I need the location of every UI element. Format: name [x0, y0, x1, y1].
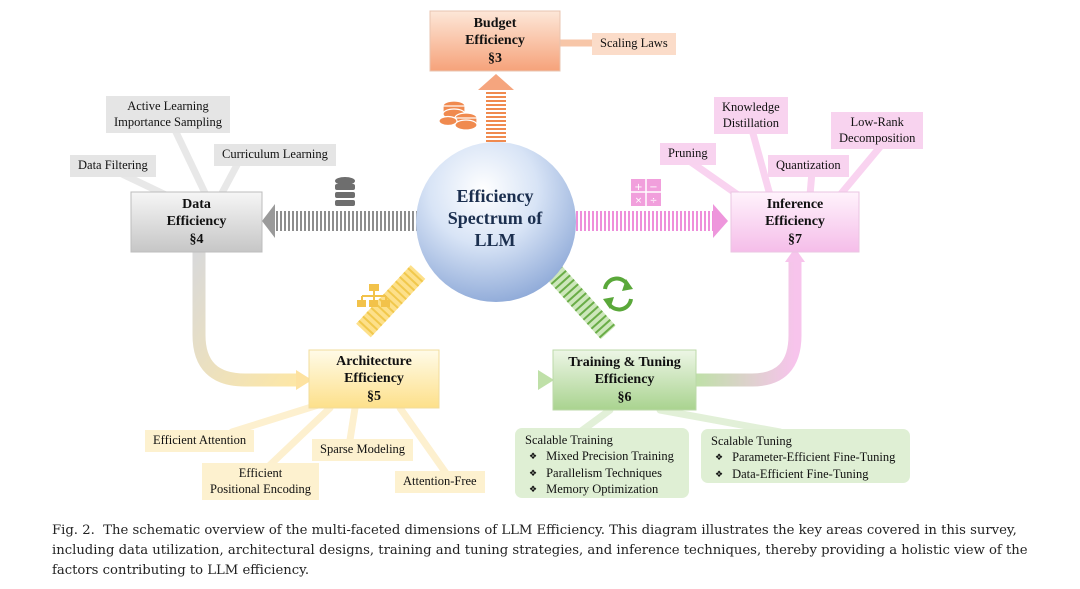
efficiency-diagram: + − × ÷ Efficiency Spectrum of LLM [0, 0, 1080, 510]
striped-arrow-up [478, 74, 514, 152]
scalable-tuning-panel: Scalable Tuning Parameter-Efficient Fine… [701, 429, 910, 483]
database-icon [335, 177, 355, 206]
chip-data-filtering-label: Data Filtering [78, 158, 148, 172]
chip-low-rank-label: Low-Rank [850, 115, 904, 129]
chip-quantization: Quantization [768, 155, 849, 177]
chip-active-learning-label: Active Learning [127, 99, 209, 113]
chip-efficient-positional-encoding: Efficient Positional Encoding [202, 463, 320, 500]
chip-pruning-label: Pruning [668, 146, 708, 160]
center-title: Efficiency Spectrum of LLM [420, 185, 570, 251]
scalable-training-title: Scalable Training [525, 433, 613, 447]
budget-subtitle: Efficiency [465, 33, 525, 49]
data-subtitle: Efficiency [166, 214, 227, 230]
chip-scaling-laws: Scaling Laws [592, 33, 676, 55]
svg-text:+: + [634, 182, 642, 193]
chip-positional-encoding-label: Positional Encoding [210, 481, 312, 496]
training-title: Training & Tuning [568, 354, 681, 370]
chip-sparse-modeling-label: Sparse Modeling [320, 442, 406, 456]
flow-arrows [192, 252, 802, 387]
budget-efficiency-box: Budget Efficiency §3 [430, 11, 560, 71]
refresh-cycle-icon [603, 276, 633, 312]
training-box-bg [552, 349, 697, 411]
figure-caption: Fig. 2. The schematic overview of the mu… [52, 521, 1032, 581]
list-item: Memory Optimization [525, 482, 679, 499]
svg-text:×: × [635, 196, 643, 206]
chip-knowledge-distillation: Knowledge Distillation [714, 97, 788, 134]
data-title: Data [182, 196, 211, 212]
striped-arrow-down-right [544, 263, 616, 340]
connector-lines [118, 39, 884, 480]
chip-knowledge-label: Knowledge [722, 100, 780, 114]
architecture-box-bg [308, 349, 440, 409]
chip-efficient-attention-label: Efficient Attention [153, 433, 247, 447]
arrowhead-to-architecture [296, 370, 312, 390]
chip-distillation-label: Distillation [722, 115, 779, 130]
inference-title: Inference [766, 196, 824, 212]
budget-box-bg [429, 10, 561, 72]
chip-low-rank-decomposition: Low-Rank Decomposition [831, 112, 924, 149]
chip-curriculum-learning: Curriculum Learning [214, 144, 336, 166]
scalable-training-panel: Scalable Training Mixed Precision Traini… [515, 428, 689, 498]
inference-subtitle: Efficiency [765, 214, 825, 230]
caption-label: Fig. 2. [52, 523, 95, 538]
chip-scaling-laws-label: Scaling Laws [600, 36, 668, 50]
list-item: Parameter-Efficient Fine-Tuning [711, 450, 900, 467]
architecture-subtitle: Efficiency [344, 371, 404, 387]
chip-sparse-modeling: Sparse Modeling [312, 439, 414, 461]
budget-title: Budget [473, 15, 517, 31]
training-section: §6 [617, 389, 632, 405]
caption-text: The schematic overview of the multi-face… [52, 523, 1028, 578]
inference-box-bg [730, 191, 860, 253]
svg-text:÷: ÷ [650, 196, 658, 206]
coins-icon [438, 100, 478, 131]
list-item: Data-Efficient Fine-Tuning [711, 467, 900, 484]
chip-importance-sampling-label: Importance Sampling [114, 114, 222, 129]
training-tuning-efficiency-box: Training & Tuning Efficiency §6 [553, 350, 696, 410]
chip-decomposition-label: Decomposition [839, 130, 916, 145]
arrowhead-to-inference [785, 248, 805, 262]
striped-arrow-down-left [356, 265, 426, 338]
svg-text:−: − [649, 182, 657, 193]
chip-data-filtering: Data Filtering [70, 155, 156, 177]
center-line-1: Efficiency [456, 186, 534, 206]
inference-efficiency-box: Inference Efficiency §7 [731, 192, 859, 252]
striped-arrow-left [262, 204, 418, 238]
list-item: Mixed Precision Training [525, 449, 679, 466]
hierarchy-icon [357, 284, 390, 307]
inference-section: §7 [788, 231, 802, 247]
chip-efficient-attention: Efficient Attention [145, 430, 255, 452]
diagram-graphics: + − × ÷ [118, 10, 884, 480]
data-section: §4 [189, 231, 204, 247]
scalable-tuning-title: Scalable Tuning [711, 434, 792, 448]
architecture-efficiency-box: Architecture Efficiency §5 [309, 350, 439, 408]
chip-curriculum-label: Curriculum Learning [222, 147, 328, 161]
chip-attention-free-label: Attention-Free [403, 474, 477, 488]
chip-pruning: Pruning [660, 143, 716, 165]
architecture-title: Architecture [336, 353, 412, 369]
arrowhead-to-training [538, 370, 554, 390]
architecture-section: §5 [367, 388, 381, 404]
striped-arrow-right [574, 204, 728, 238]
chip-efficient-label: Efficient [238, 466, 283, 480]
data-box-bg [130, 191, 263, 253]
data-efficiency-box: Data Efficiency §4 [131, 192, 262, 252]
chip-attention-free: Attention-Free [395, 471, 485, 493]
chip-active-learning: Active Learning Importance Sampling [106, 96, 230, 133]
center-line-2: Spectrum of [447, 208, 543, 228]
list-item: Parallelism Techniques [525, 466, 679, 483]
center-sphere [416, 142, 576, 302]
training-subtitle: Efficiency [594, 372, 655, 388]
chip-quantization-label: Quantization [776, 158, 841, 172]
calculator-icon: + − × ÷ [631, 179, 661, 206]
budget-section: §3 [488, 50, 502, 66]
center-line-3: LLM [474, 230, 516, 250]
